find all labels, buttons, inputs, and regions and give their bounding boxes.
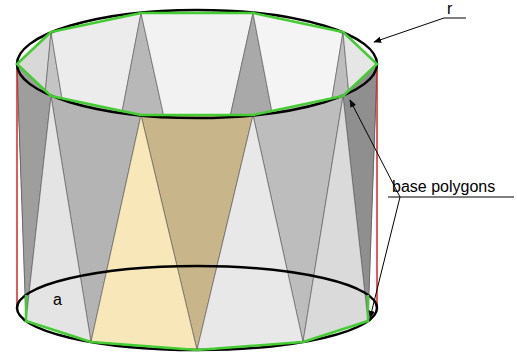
radius-label: r: [447, 0, 452, 18]
edge-label: a: [52, 291, 63, 309]
callout-label: base polygons: [392, 178, 495, 196]
